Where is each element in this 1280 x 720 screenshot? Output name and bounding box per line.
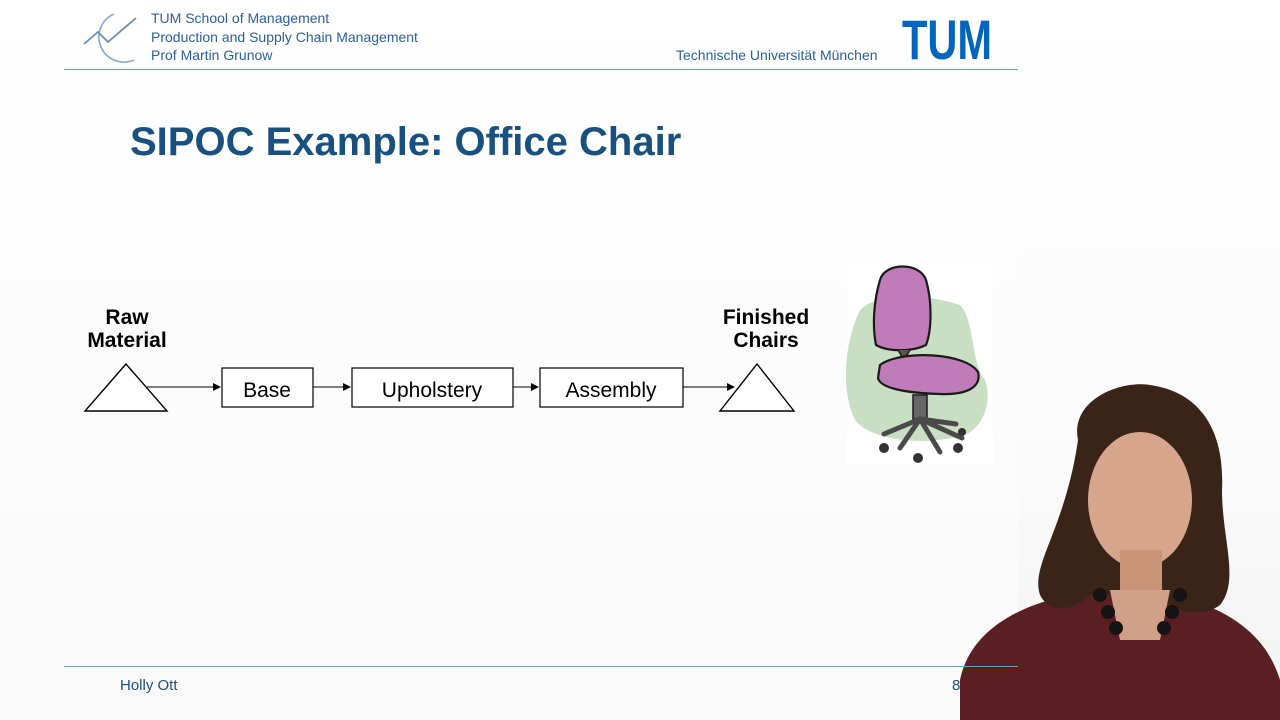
tum-logo-text: TUM [902,13,992,60]
end-label-line1: Finished [723,306,809,329]
header-divider [64,69,1018,70]
node-base-label: Base [243,379,291,402]
sipoc-diagram: Raw Material Base Upholstery Assembly Fi… [83,265,993,464]
node-assembly [539,367,684,408]
start-label-line2: Material [87,329,166,352]
page-number: 8 [952,677,961,694]
presenter-video-icon [960,384,1280,720]
node-upholstery-label: Upholstery [382,379,483,402]
header-professor: Prof Martin Grunow [151,47,273,63]
office-chair-icon [845,265,993,464]
slide-title: SIPOC Example: Office Chair [130,120,682,164]
node-assembly-label: Assembly [565,379,657,402]
node-base [221,367,314,408]
footer-divider [64,666,1018,667]
header-school: TUM School of Management [151,10,330,26]
header-university: Technische Universität München [676,47,878,63]
header-department: Production and Supply Chain Management [151,29,418,45]
school-logo-icon [83,13,137,63]
tum-logo-icon: TUM [902,13,992,60]
end-label-line2: Chairs [733,329,798,352]
finished-chairs-triangle [718,362,796,412]
node-upholstery [351,367,514,408]
raw-material-triangle [83,362,169,412]
start-label-line1: Raw [105,306,149,329]
footer-author: Holly Ott [120,677,178,694]
